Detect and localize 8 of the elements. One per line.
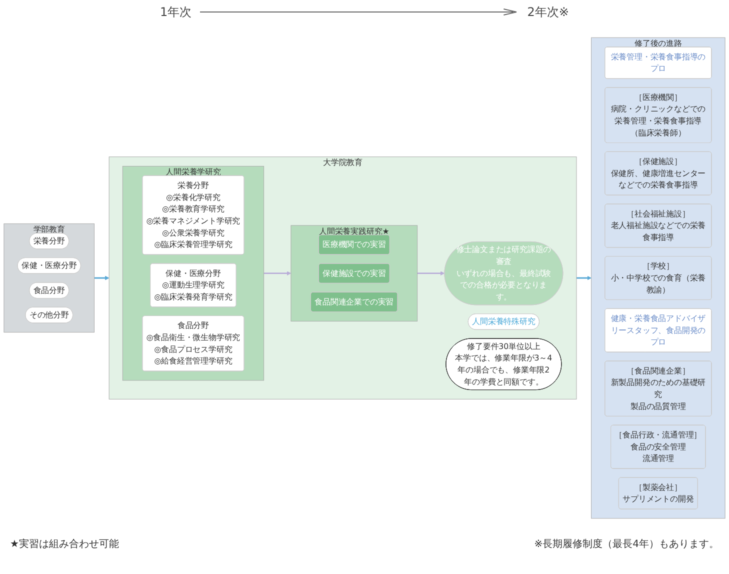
arrow [94,276,110,280]
note: ★実習は組み合わせ可能 [10,538,119,551]
year-label: 2年次※ [527,4,569,20]
arrow [417,271,445,276]
arrow [264,271,292,276]
arrow [576,276,592,280]
note: ※長期履修制度（最長4年）もあります。 [534,538,719,551]
year-label: 1年次 [160,4,192,20]
